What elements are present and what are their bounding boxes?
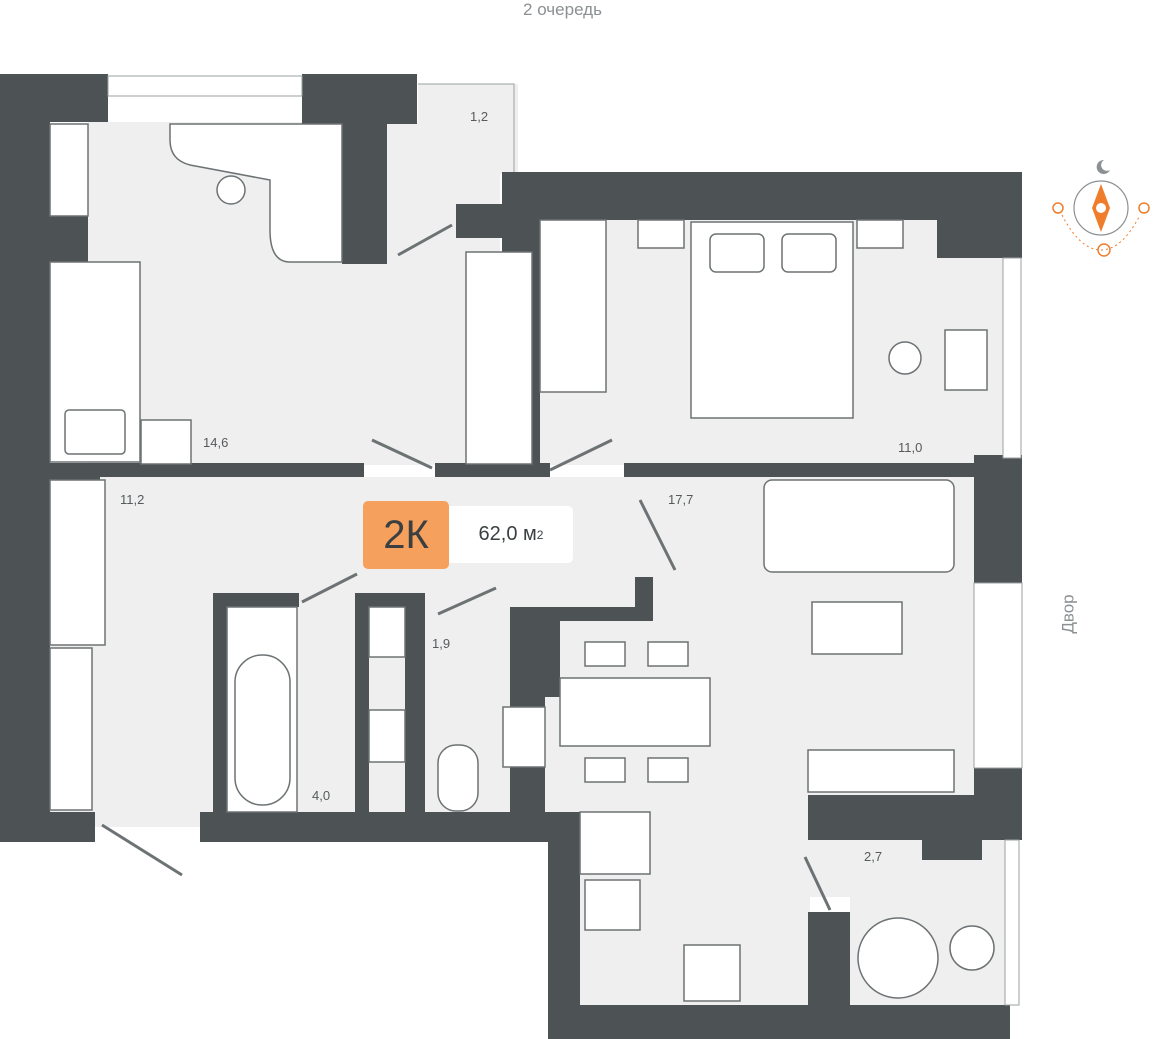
corner-desk — [169, 123, 343, 263]
sun-path — [1061, 214, 1141, 251]
wall — [200, 812, 580, 842]
wall — [808, 795, 922, 840]
room-area-label: 17,7 — [668, 492, 693, 507]
windows — [107, 75, 1023, 1006]
total-area-value: 62,0 м — [478, 523, 537, 545]
fridge — [579, 811, 651, 875]
shoe-cabinet — [49, 647, 93, 811]
chair — [584, 757, 626, 783]
window — [1002, 257, 1022, 459]
wall — [355, 593, 369, 813]
armchair — [857, 917, 939, 999]
nightstand — [637, 219, 685, 249]
wall — [342, 74, 387, 264]
wall — [808, 912, 850, 1012]
wardrobe-bedroom — [539, 219, 607, 393]
wardrobe-hall — [465, 251, 533, 465]
pillow — [709, 233, 765, 273]
pillow — [781, 233, 837, 273]
wall — [502, 172, 1022, 220]
nightstand — [856, 219, 904, 249]
door — [101, 823, 183, 877]
sun-icon — [1097, 243, 1111, 257]
wall — [435, 463, 550, 477]
wardrobe-hall-left — [49, 479, 106, 646]
furniture — [49, 123, 995, 1002]
dining-table — [559, 677, 711, 747]
door — [371, 438, 433, 470]
wall — [213, 593, 299, 607]
room-area-label: 2,7 — [864, 849, 882, 864]
nightstand — [140, 419, 192, 465]
window — [973, 582, 1023, 769]
window — [1004, 839, 1020, 1006]
wall — [548, 1005, 1022, 1039]
room-area-labels: 1,2 14,6 11,0 11,2 17,7 1,9 4,0 2,7 — [120, 109, 922, 864]
door — [549, 438, 613, 472]
wall — [510, 607, 653, 621]
area-unit-superscript: 2 — [536, 527, 544, 542]
bath-sink — [368, 709, 406, 763]
washing-machine — [368, 606, 406, 658]
chair — [216, 175, 246, 205]
yard-label: Двор — [1058, 594, 1078, 634]
side-table — [949, 925, 995, 971]
wall — [974, 768, 1022, 840]
balcony-rail — [418, 83, 515, 172]
floor-balcony-top — [418, 84, 518, 174]
stove — [683, 944, 741, 1002]
door — [437, 586, 497, 616]
chair — [584, 641, 626, 667]
chair — [888, 341, 922, 375]
door — [397, 223, 453, 257]
pillow — [64, 409, 126, 455]
wall — [0, 74, 50, 841]
wall — [510, 767, 545, 817]
queue-label: 2 очередь — [523, 0, 602, 19]
window — [107, 75, 303, 97]
wall — [937, 172, 1022, 258]
chair — [647, 641, 689, 667]
sunset-icon — [1138, 202, 1150, 214]
toilet — [437, 744, 479, 812]
wall — [510, 697, 545, 707]
door — [803, 856, 832, 911]
coffee-table — [811, 601, 903, 655]
wall — [50, 463, 364, 477]
wall — [635, 577, 653, 607]
wall — [922, 795, 982, 860]
apartment-type-badge: 2К — [363, 501, 449, 569]
chair — [647, 757, 689, 783]
room-area-label: 4,0 — [312, 788, 330, 803]
toilet-sink — [502, 706, 546, 768]
wall — [405, 593, 425, 813]
tv-stand — [807, 749, 955, 793]
wall — [213, 593, 227, 813]
compass-group — [1052, 159, 1150, 257]
room-area-label: 1,2 — [470, 109, 488, 124]
kitchen-sink — [584, 879, 641, 931]
door — [301, 572, 358, 604]
moon-icon — [1096, 159, 1110, 174]
sofa — [763, 479, 955, 573]
sunrise-icon — [1052, 202, 1064, 214]
wall — [548, 812, 580, 1039]
desk-left — [49, 123, 89, 217]
compass-center — [1096, 203, 1106, 213]
wall — [974, 455, 1022, 583]
door — [638, 499, 677, 571]
room-area-label: 11,2 — [120, 492, 144, 507]
tub-inner — [234, 654, 291, 806]
desk-right — [944, 329, 988, 391]
room-area-label: 1,9 — [432, 636, 450, 651]
wall — [50, 215, 88, 263]
room-area-label: 11,0 — [898, 440, 922, 455]
room-area-label: 14,6 — [203, 435, 228, 450]
wall — [624, 463, 974, 477]
wall — [0, 812, 95, 842]
doors — [101, 223, 832, 911]
wall — [510, 607, 560, 697]
